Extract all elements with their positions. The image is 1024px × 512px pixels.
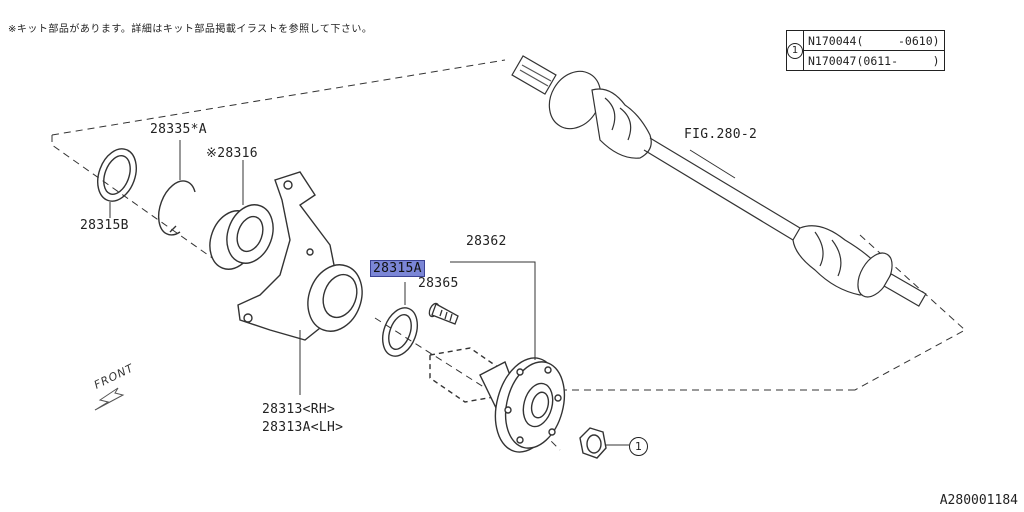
supersession-row[interactable]: N170047(0611- )	[803, 50, 945, 71]
label-28365[interactable]: 28365	[418, 276, 459, 291]
front-arrow-icon	[94, 387, 125, 411]
label-fig-280-2[interactable]: FIG.280-2	[684, 127, 758, 142]
label-28316[interactable]: ※28316	[206, 146, 258, 161]
label-28335[interactable]: 28335*A	[150, 122, 207, 137]
supersession-row[interactable]: N170044( -0610)	[803, 30, 945, 51]
assembly-outline	[51, 59, 506, 136]
hub-bolt-28365	[428, 302, 459, 325]
drawing-id: A280001184	[939, 493, 1018, 508]
label-28362[interactable]: 28362	[466, 234, 507, 249]
assembly-outline-left	[51, 135, 219, 263]
bearing-28316	[209, 204, 274, 270]
callout-1[interactable]: 1	[629, 437, 648, 456]
hub-28362	[429, 347, 566, 453]
supersession-table: 1 N170044( -0610) N170047(0611- )	[786, 30, 945, 71]
label-28313a-lh[interactable]: 28313A<LH>	[262, 420, 344, 435]
seal-28315b	[97, 148, 137, 202]
label-28313-rh[interactable]: 28313<RH>	[262, 402, 336, 417]
axle-nut	[579, 427, 607, 459]
leader-28362	[450, 261, 536, 360]
snap-ring-28335	[157, 180, 196, 236]
label-28315b[interactable]: 28315B	[80, 218, 129, 233]
seal-28315a	[382, 307, 418, 357]
label-28315a[interactable]: 28315A	[370, 260, 425, 277]
supersession-ref: 1	[786, 30, 804, 71]
leader-fig	[689, 149, 736, 179]
knuckle-28313	[237, 171, 363, 341]
kit-parts-note: ※キット部品があります。詳細はキット部品掲載イラストを参照して下さい。	[8, 24, 373, 35]
drive-shaft	[511, 55, 927, 307]
